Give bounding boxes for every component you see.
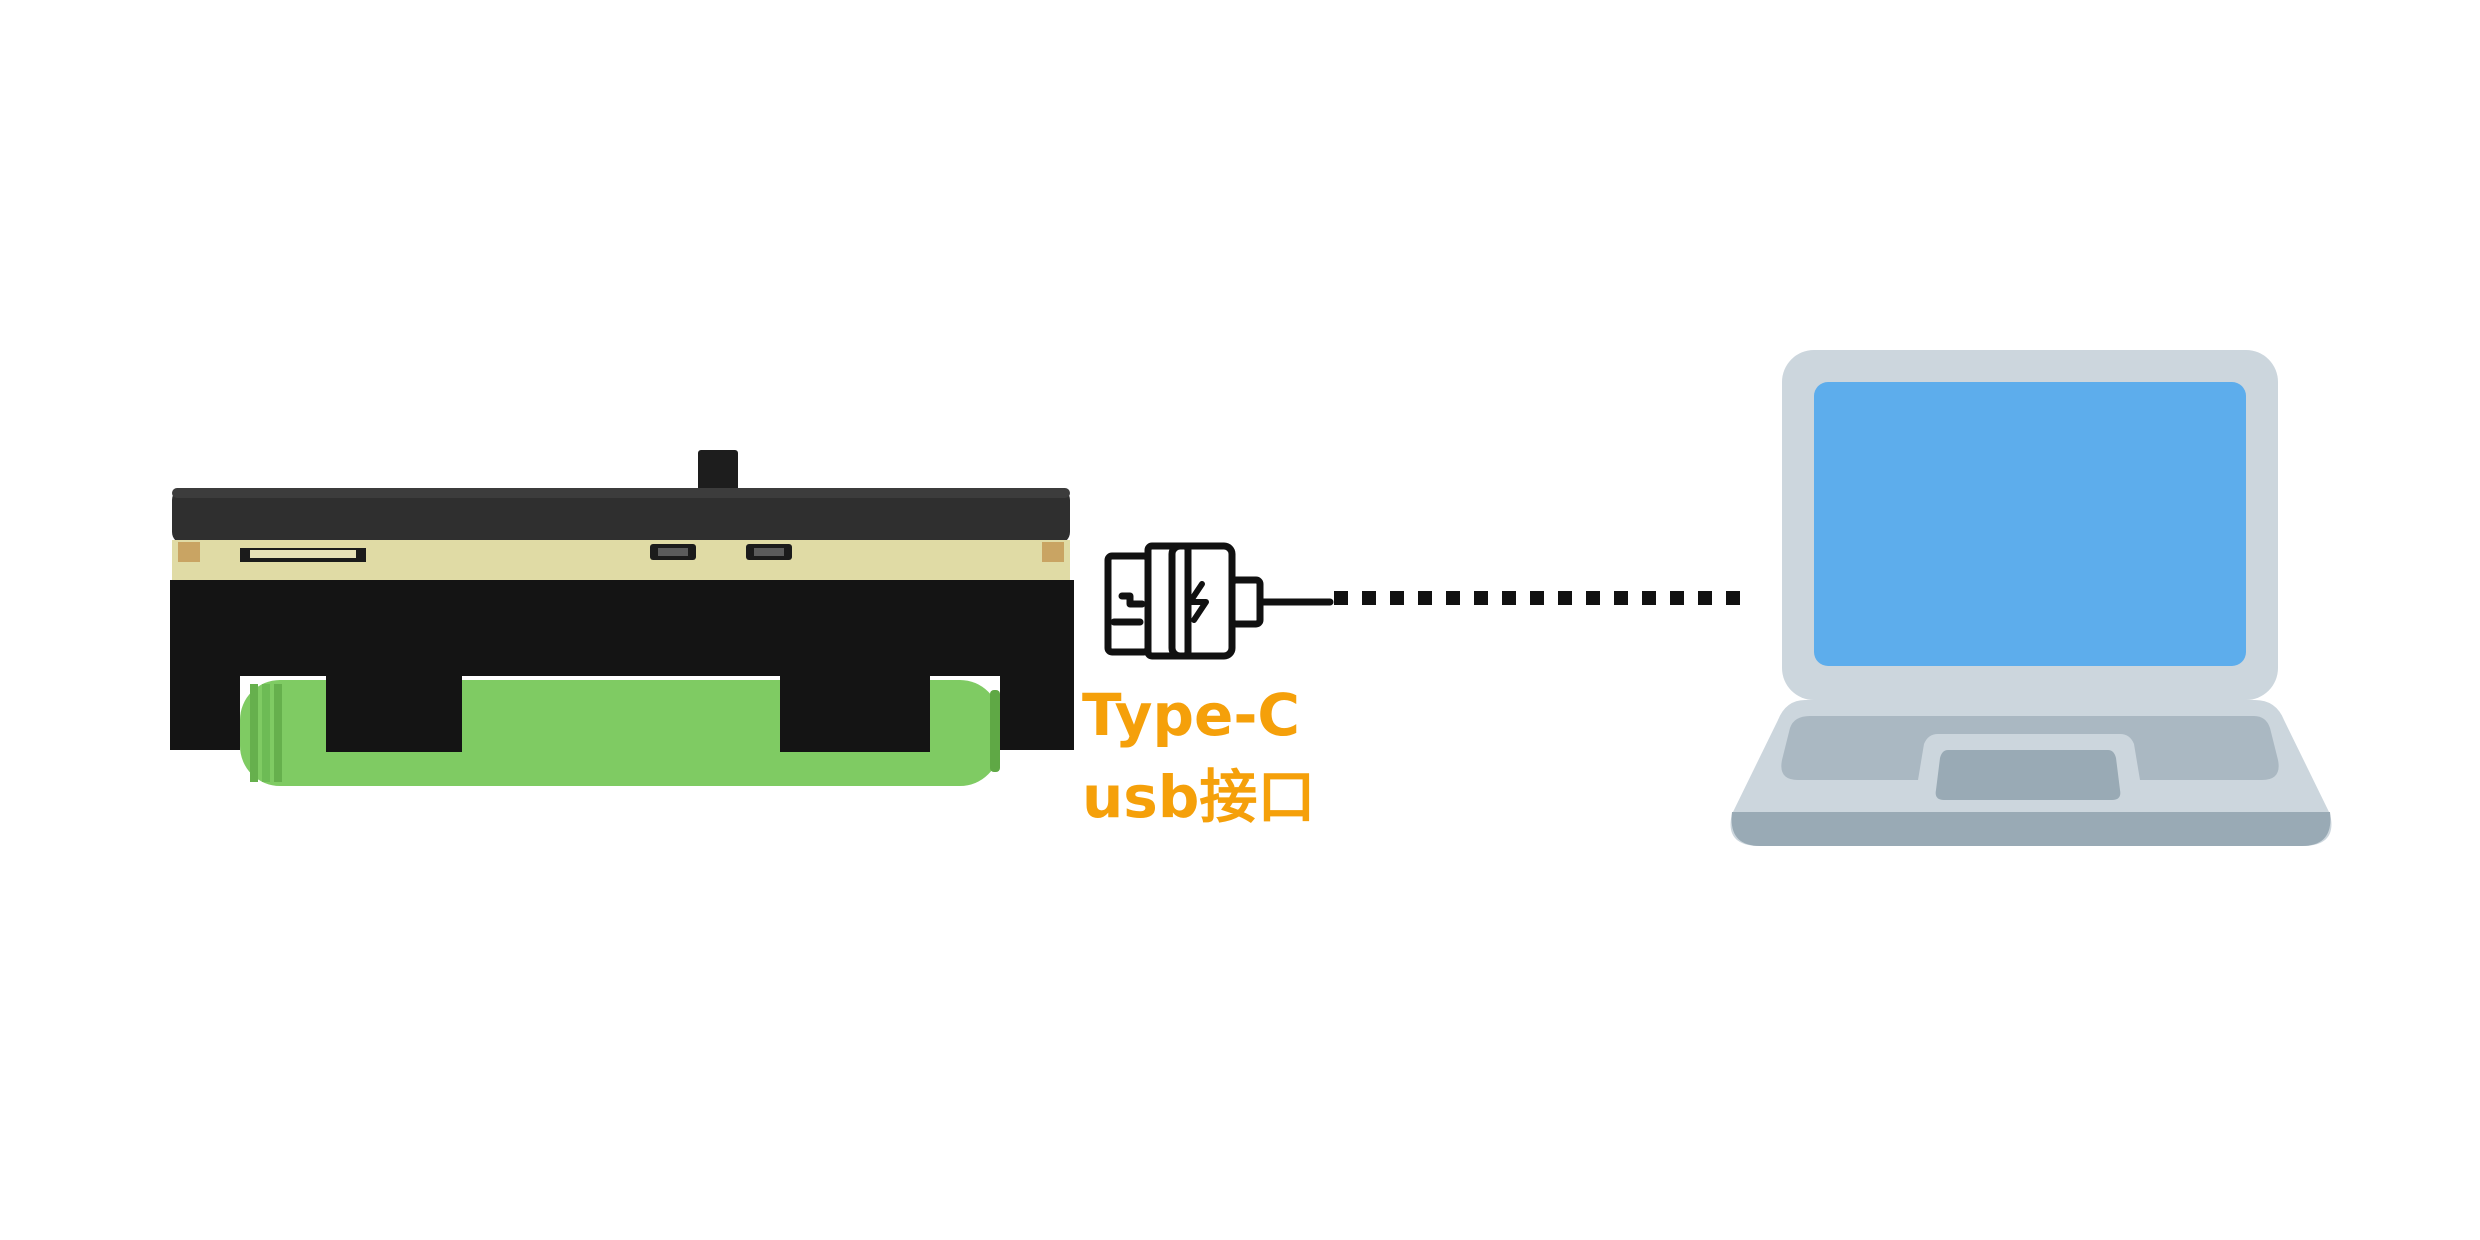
dev-board-with-battery-icon	[170, 450, 1074, 786]
laptop-screen	[1814, 382, 2246, 666]
laptop-keyboard	[1781, 716, 2279, 780]
usb-type-c-plug-icon	[1104, 542, 1334, 660]
device-top-case	[172, 488, 1070, 544]
connector-label-usb-port: usb接口	[1082, 763, 1316, 831]
connector-label-type-c: Type-C	[1082, 681, 1300, 749]
laptop-icon	[1730, 350, 2332, 846]
switch-knob	[698, 450, 738, 492]
laptop-trackpad	[1935, 750, 2121, 800]
device-case	[170, 580, 1074, 752]
